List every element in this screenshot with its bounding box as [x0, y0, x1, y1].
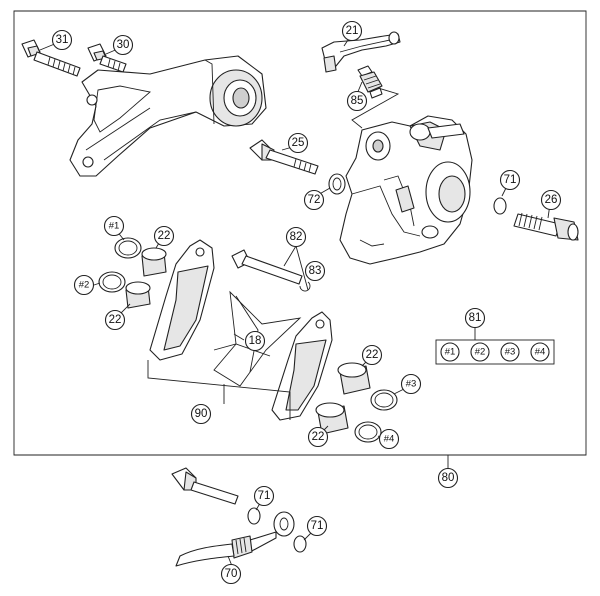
callout-22-a: 22 [153, 225, 175, 247]
callout-83: 83 [304, 260, 326, 282]
brake-pad-left [149, 239, 215, 361]
seal-kit-box-81 [435, 339, 555, 365]
callout-25: 25 [287, 132, 309, 154]
svg-text:22: 22 [312, 431, 325, 443]
svg-text:30: 30 [117, 39, 130, 51]
caliper-body [339, 115, 473, 265]
leader-85-caliper [351, 87, 400, 129]
svg-text:18: 18 [249, 335, 262, 347]
svg-text:70: 70 [225, 568, 238, 580]
callout-seal-3: #3 [400, 373, 422, 395]
washer-72 [328, 173, 346, 195]
svg-text:26: 26 [545, 194, 558, 206]
callout-81: 81 [464, 307, 486, 329]
bleed-screw-85 [357, 65, 383, 99]
callout-30: 30 [112, 34, 134, 56]
callout-81-seal-1: #1 [440, 342, 460, 362]
svg-text:#1: #1 [445, 347, 456, 358]
caliper-bracket [69, 55, 267, 177]
brake-pad-right [271, 311, 333, 421]
svg-text:81: 81 [469, 312, 482, 324]
svg-text:#4: #4 [535, 347, 546, 358]
piston-22-left-upper [141, 247, 167, 277]
svg-text:#4: #4 [384, 434, 395, 445]
callout-21: 21 [341, 20, 363, 42]
pad-spring-18 [213, 290, 302, 387]
callout-90: 90 [190, 403, 212, 425]
svg-text:83: 83 [309, 265, 322, 277]
callout-85: 85 [346, 90, 368, 112]
svg-text:71: 71 [258, 490, 271, 502]
svg-text:31: 31 [56, 34, 69, 46]
svg-text:22: 22 [366, 349, 379, 361]
clip-83 [299, 281, 311, 292]
svg-text:71: 71 [311, 520, 324, 532]
assembly-frame [13, 10, 587, 456]
svg-text:85: 85 [351, 95, 364, 107]
washer-71-lower-right [293, 535, 307, 553]
svg-text:#2: #2 [79, 280, 90, 291]
callout-26: 26 [540, 189, 562, 211]
svg-text:22: 22 [109, 314, 122, 326]
svg-text:#2: #2 [475, 347, 486, 358]
banjo-bolt [171, 467, 239, 505]
svg-text:82: 82 [290, 231, 303, 243]
callout-70: 70 [220, 563, 242, 585]
callout-81-seal-3: #3 [500, 342, 520, 362]
washer-71-upper [493, 197, 507, 215]
callout-seal-1: #1 [103, 215, 125, 237]
callout-seal-2: #2 [73, 274, 95, 296]
svg-text:#3: #3 [406, 379, 417, 390]
callout-22-c: 22 [361, 344, 383, 366]
leader-82 [283, 245, 309, 291]
bolt-26 [513, 212, 579, 241]
bleed-hose-21 [321, 31, 401, 73]
callout-18: 18 [244, 330, 266, 352]
svg-text:80: 80 [442, 472, 455, 484]
washer-71-lower-left [247, 507, 261, 525]
callout-71-lower-left: 71 [253, 485, 275, 507]
bolt-25 [249, 139, 319, 175]
svg-text:25: 25 [292, 137, 305, 149]
svg-text:#1: #1 [109, 221, 120, 232]
piston-22-right-upper [337, 362, 371, 395]
svg-text:21: 21 [346, 25, 359, 37]
callout-seal-4: #4 [378, 428, 400, 450]
svg-text:90: 90 [195, 408, 208, 420]
callout-71-lower-right: 71 [306, 515, 328, 537]
callout-22-d: 22 [307, 426, 329, 448]
svg-text:#3: #3 [505, 347, 516, 358]
svg-text:22: 22 [158, 230, 171, 242]
piston-22-left-lower [125, 281, 151, 309]
callout-81-seal-2: #2 [470, 342, 490, 362]
piston-22-right-lower [315, 402, 349, 435]
bolt-31 [21, 39, 81, 77]
callout-72: 72 [303, 189, 325, 211]
brake-hose-70 [175, 511, 295, 567]
callout-82: 82 [285, 226, 307, 248]
svg-text:71: 71 [504, 174, 517, 186]
callout-80: 80 [437, 467, 459, 489]
callout-31: 31 [51, 29, 73, 51]
svg-text:72: 72 [308, 194, 321, 206]
callout-81-seal-4: #4 [530, 342, 550, 362]
pad-set-bracket-90 [147, 360, 291, 420]
callout-22-b: 22 [104, 309, 126, 331]
pin-82 [231, 249, 303, 285]
callout-71-upper: 71 [499, 169, 521, 191]
